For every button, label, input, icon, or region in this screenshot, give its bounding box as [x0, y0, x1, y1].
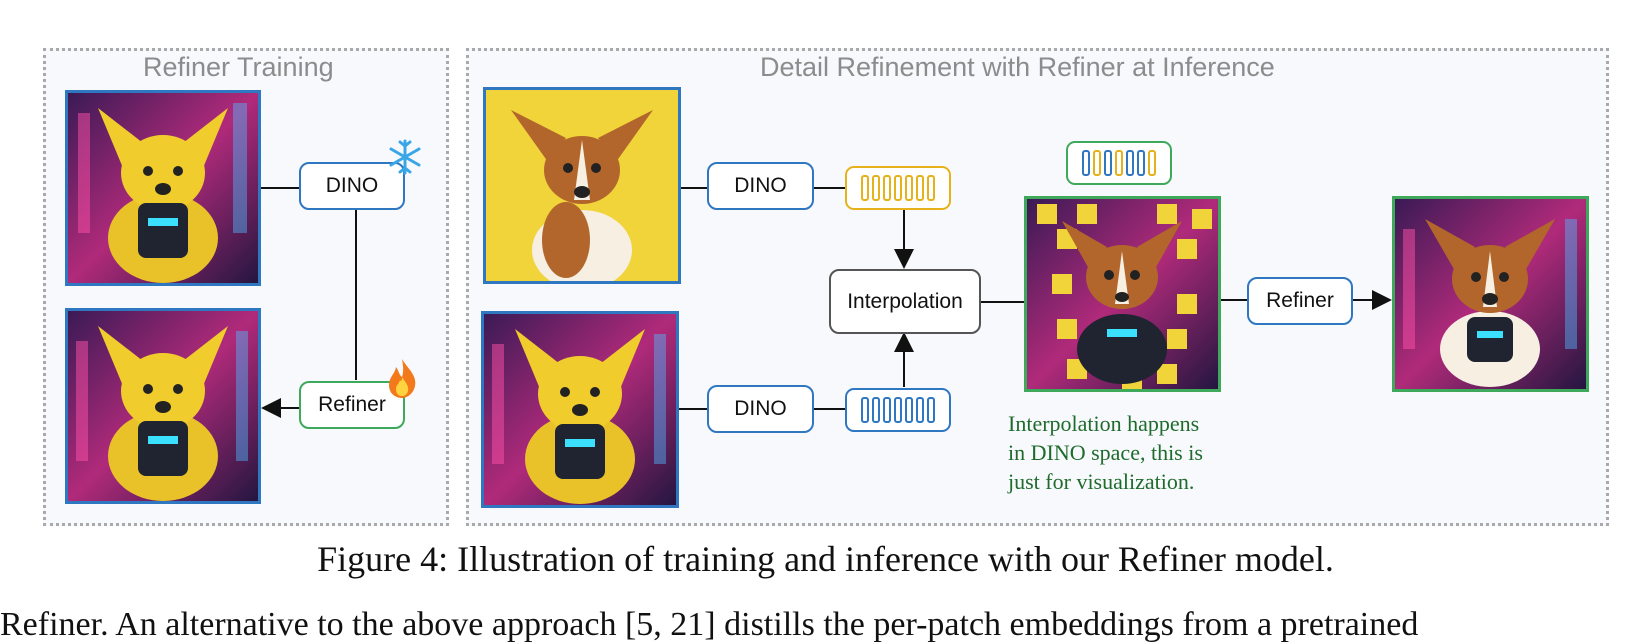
- note-line-2: in DINO space, this is: [1008, 440, 1203, 465]
- snowflake-icon: [386, 138, 424, 176]
- figure-caption: Figure 4: Illustration of training and i…: [317, 539, 1334, 579]
- refiner-inference-box: Refiner: [1247, 277, 1353, 325]
- fire-icon: [384, 357, 420, 399]
- interpolation-box: Interpolation: [829, 269, 981, 334]
- training-source-image: [65, 90, 261, 286]
- refiner-trainable-box: Refiner: [299, 381, 405, 429]
- inference-panel-title: Detail Refinement with Refiner at Infere…: [760, 52, 1275, 82]
- reference-dog-image: [483, 87, 681, 284]
- refined-output-image: [1392, 196, 1589, 392]
- note-line-1: Interpolation happens: [1008, 411, 1200, 436]
- dino-bottom-box: DINO: [707, 385, 814, 433]
- reference-embedding-tokens: [845, 166, 951, 210]
- target-cyberpunk-image: [481, 311, 679, 508]
- interpolated-embedding-tokens: [1066, 141, 1172, 185]
- visualization-note: Interpolation happens in DINO space, thi…: [1008, 409, 1203, 496]
- body-text-cutoff: Refiner. An alternative to the above app…: [0, 606, 1419, 643]
- interpolation-visualization-image: [1024, 196, 1221, 392]
- note-line-3: just for visualization.: [1008, 469, 1195, 494]
- training-output-image: [65, 308, 261, 504]
- training-panel-title: Refiner Training: [143, 52, 334, 82]
- dino-top-box: DINO: [707, 162, 814, 210]
- dino-frozen-box: DINO: [299, 162, 405, 210]
- connection-lines: [260, 187, 1392, 418]
- target-embedding-tokens: [845, 388, 951, 432]
